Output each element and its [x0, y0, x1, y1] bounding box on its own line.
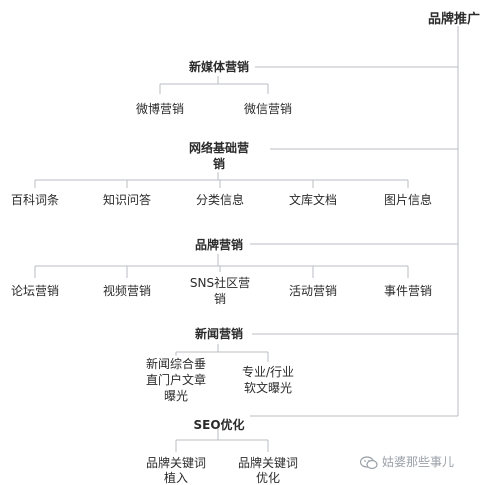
category-network-basic-line2: 销 [212, 157, 226, 171]
node-news-portal-line2: 直门户文章 [145, 373, 207, 387]
node-event: 事件营销 [383, 284, 433, 298]
wechat-icon [360, 455, 378, 469]
node-industry-softtext-line1: 专业/行业 [241, 365, 295, 379]
node-encyclopedia: 百科词条 [10, 193, 60, 207]
node-weibo-marketing: 微博营销 [135, 102, 185, 116]
node-industry-softtext-line2: 软文曝光 [243, 381, 293, 395]
category-seo: SEO优化 [193, 418, 245, 432]
node-brand-keyword-insert-line1: 品牌关键词 [145, 456, 207, 470]
category-brand: 品牌营销 [194, 238, 244, 252]
root-node: 品牌推广 [428, 12, 481, 27]
node-forum: 论坛营销 [10, 284, 60, 298]
node-activity: 活动营销 [288, 284, 338, 298]
node-qa: 知识问答 [102, 193, 152, 207]
node-wechat-marketing: 微信营销 [243, 102, 293, 116]
node-brand-keyword-insert-line2: 植入 [163, 471, 189, 485]
category-news: 新闻营销 [194, 327, 244, 341]
watermark-text: 姑婆那些事儿 [382, 455, 455, 469]
category-network-basic-line1: 网络基础营 [188, 141, 250, 155]
node-sns-line2: 销 [213, 292, 227, 306]
node-classified: 分类信息 [195, 193, 245, 207]
category-new-media: 新媒体营销 [188, 60, 250, 74]
watermark: 姑婆那些事儿 [360, 455, 454, 470]
node-sns-line1: SNS社区营 [189, 276, 251, 290]
node-video: 视频营销 [102, 284, 152, 298]
node-images: 图片信息 [383, 193, 433, 207]
node-news-portal-line3: 曝光 [163, 389, 189, 403]
node-news-portal-line1: 新闻综合垂 [145, 357, 207, 371]
node-brand-keyword-opt-line2: 优化 [255, 471, 281, 485]
node-brand-keyword-opt-line1: 品牌关键词 [237, 456, 299, 470]
node-documents: 文库文档 [288, 193, 338, 207]
